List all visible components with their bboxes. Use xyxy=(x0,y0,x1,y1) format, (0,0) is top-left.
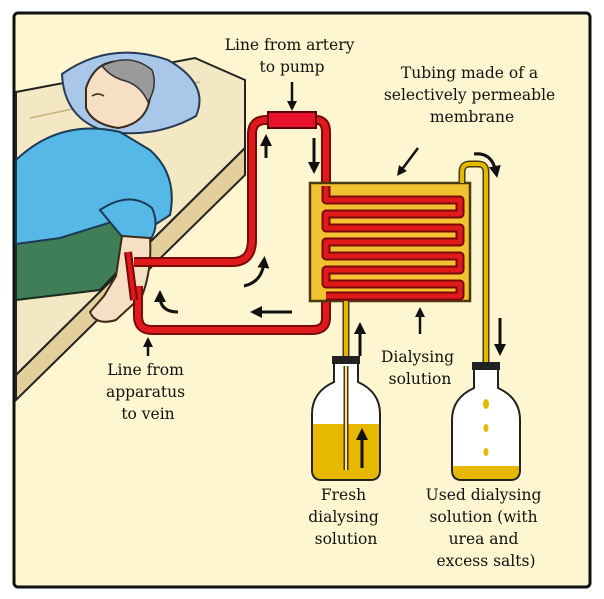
vein-tube xyxy=(135,286,329,333)
used-dialysate-tube xyxy=(460,162,488,372)
flow-arrows xyxy=(154,134,506,468)
label-pointers xyxy=(143,82,425,356)
vein-line-label: Line from apparatus to vein xyxy=(106,361,190,423)
flow-arrow-icon xyxy=(473,152,501,178)
artery-tube xyxy=(134,117,329,265)
membrane-tubing xyxy=(321,186,465,301)
artery-line-label: Line from artery to pump xyxy=(225,36,360,76)
fresh-solution-label: Fresh dialysing solution xyxy=(308,486,384,548)
dialysing-solution-label: Dialysing solution xyxy=(381,348,459,388)
pump-icon xyxy=(267,111,317,129)
tubing-label: Tubing made of a selectively permeable m… xyxy=(384,64,560,126)
flow-arrow-icon xyxy=(243,256,270,288)
used-bottle-icon xyxy=(451,362,521,481)
flow-arrow-icon xyxy=(154,290,179,314)
used-solution-label: Used dialysing solution (with urea and e… xyxy=(426,486,547,570)
